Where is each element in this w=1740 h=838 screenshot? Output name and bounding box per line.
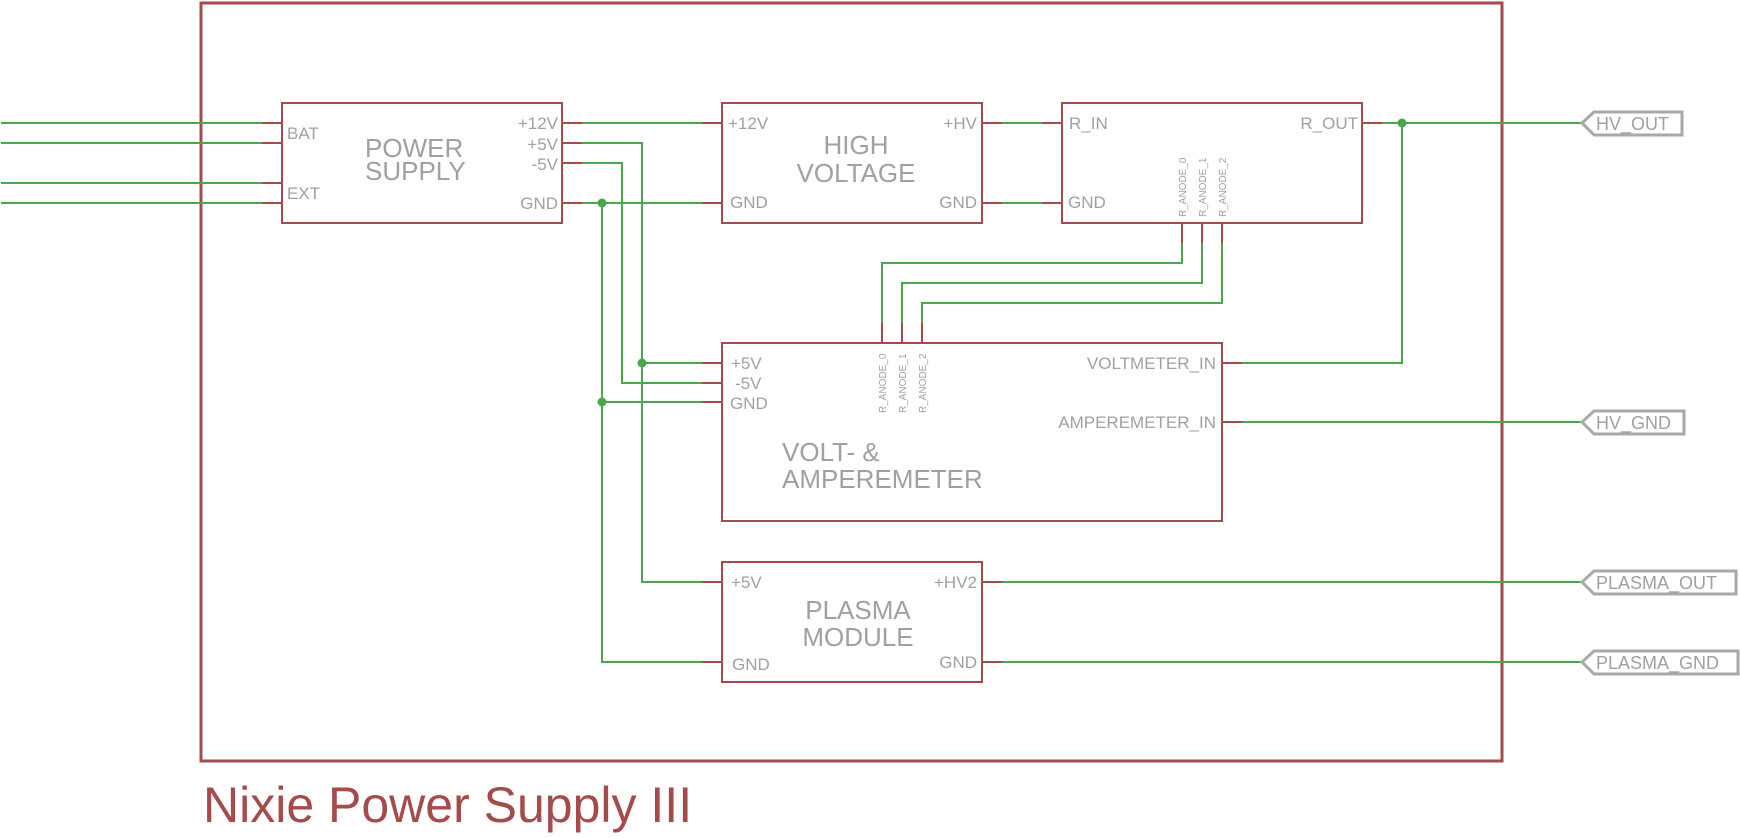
pin-label-r-out: R_OUT <box>1300 114 1358 133</box>
part-volt-amperemeter[interactable]: +5V -5V GND R_ANODE_0 R_ANODE_1 R_ANODE_… <box>702 323 1242 522</box>
net-label-plasma-out[interactable]: PLASMA_OUT <box>1579 569 1738 596</box>
net-label-hv-out[interactable]: HV_OUT <box>1579 110 1684 137</box>
net-gnd[interactable] <box>601 203 702 663</box>
pin-label-hv2: +HV2 <box>934 573 977 592</box>
part-name-line2: MODULE <box>802 622 913 652</box>
net-label-text: HV_OUT <box>1596 114 1669 135</box>
net-label-frame <box>1579 110 1684 137</box>
pin-label-gnd: GND <box>520 194 558 213</box>
pin-label-5v: +5V <box>731 573 762 592</box>
net-label-text: HV_GND <box>1596 413 1671 434</box>
pin-label-gnd: GND <box>1068 193 1106 212</box>
part-name-line1: VOLT- & <box>782 437 880 467</box>
pin-label-5v: +5V <box>527 135 558 154</box>
net-voltmeter[interactable] <box>1242 123 1403 364</box>
high-voltage-body[interactable] <box>721 102 983 224</box>
pin-label-5v: +5V <box>731 354 762 373</box>
junction-dot <box>597 198 607 208</box>
part-name-line2: SUPPLY <box>365 156 466 186</box>
sheet-title: Nixie Power Supply III <box>203 777 692 833</box>
pin-label-bat: BAT <box>287 124 319 143</box>
pin-label-12v: +12V <box>728 114 769 133</box>
pin-label-ext: EXT <box>287 184 320 203</box>
junctions <box>597 118 1407 407</box>
net-label-text: PLASMA_OUT <box>1596 573 1717 594</box>
net-r-anode-1[interactable] <box>901 243 1203 323</box>
net-label-text: PLASMA_GND <box>1596 653 1719 674</box>
part-name-line2: AMPEREMETER <box>782 464 983 494</box>
pin-label-12v: +12V <box>518 114 559 133</box>
junction-dot <box>1397 118 1407 128</box>
pin-label-r-anode-0: R_ANODE_0 <box>1178 157 1189 217</box>
junction-dot <box>637 358 647 368</box>
part-name-line1: HIGH <box>824 130 889 160</box>
pin-label-gnd: GND <box>730 394 768 413</box>
pin-label-r-anode-2: R_ANODE_2 <box>918 353 929 413</box>
resistor-block-body[interactable] <box>1061 102 1363 224</box>
pin-label-gnd-left: GND <box>730 193 768 212</box>
net-label-frame <box>1579 569 1738 596</box>
pin-label-gnd-right: GND <box>939 653 977 672</box>
pin-label-r-anode-2: R_ANODE_2 <box>1218 157 1229 217</box>
plasma-module-body[interactable] <box>721 561 983 683</box>
pin-label-r-anode-0: R_ANODE_0 <box>878 353 889 413</box>
pin-label-gnd-left: GND <box>732 655 770 674</box>
pin-label-neg5v: -5V <box>532 155 559 174</box>
net-r-anode-0[interactable] <box>881 243 1183 323</box>
pin-label-amperemeter-in: AMPEREMETER_IN <box>1058 413 1216 432</box>
net-label-hv-gnd[interactable]: HV_GND <box>1579 409 1686 436</box>
part-power-supply[interactable]: BAT EXT +12V +5V -5V GND POWER SUPPLY <box>262 102 582 224</box>
net-neg5v[interactable] <box>582 162 702 384</box>
part-resistor-block[interactable]: R_IN GND R_OUT R_ANODE_0 R_ANODE_1 R_ANO… <box>1042 102 1382 243</box>
part-name-line1: POWER <box>365 133 463 163</box>
part-high-voltage[interactable]: +12V GND +HV GND HIGH VOLTAGE <box>702 102 1002 224</box>
pin-label-r-anode-1: R_ANODE_1 <box>898 353 909 413</box>
sheet-frame <box>199 1 1504 763</box>
pin-label-gnd-right: GND <box>939 193 977 212</box>
pin-label-neg5v: -5V <box>735 374 762 393</box>
nets <box>582 122 1582 663</box>
net-label-frame <box>1579 649 1740 676</box>
pin-label-r-anode-1: R_ANODE_1 <box>1198 157 1209 217</box>
volt-amperemeter-body[interactable] <box>721 342 1223 522</box>
part-name-line2: VOLTAGE <box>797 158 916 188</box>
junction-dot <box>597 397 607 407</box>
part-name-line1: PLASMA <box>805 595 911 625</box>
pin-label-voltmeter-in: VOLTMETER_IN <box>1087 354 1216 373</box>
net-label-plasma-gnd[interactable]: PLASMA_GND <box>1579 649 1740 676</box>
net-r-anode-2[interactable] <box>921 243 1223 323</box>
net-label-frame <box>1579 409 1686 436</box>
pin-label-hv: +HV <box>943 114 977 133</box>
part-plasma-module[interactable]: +5V GND +HV2 GND PLASMA MODULE <box>702 561 1002 683</box>
pin-label-r-in: R_IN <box>1069 114 1108 133</box>
input-wires <box>1 122 262 204</box>
